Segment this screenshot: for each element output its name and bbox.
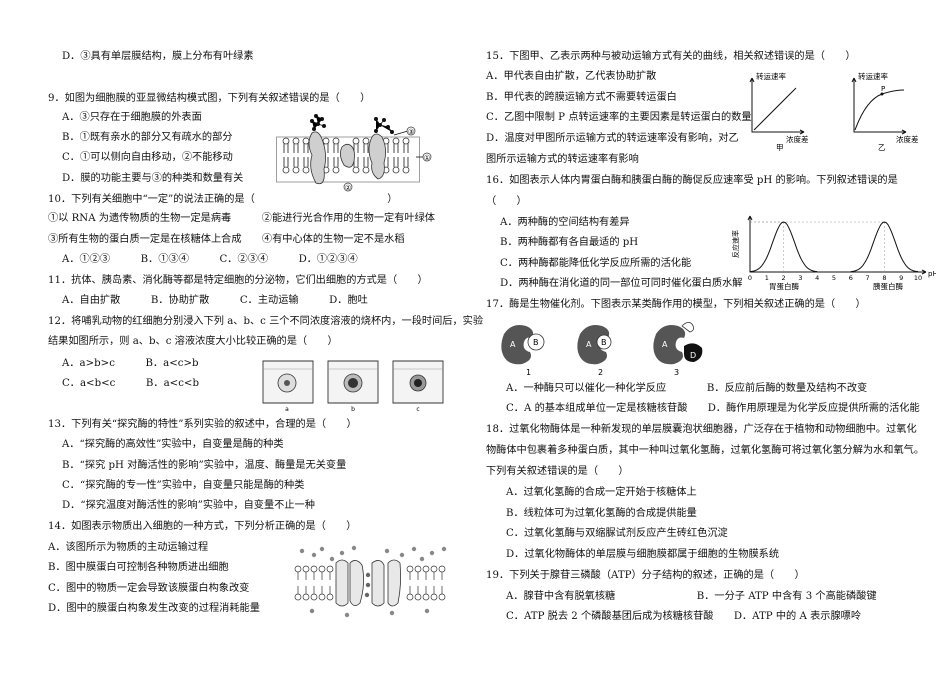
q15-stem: 15．下图甲、乙表示两种与被动运输方式有关的曲线，相关叙述错误的是（ ） (486, 51, 856, 62)
q9-option-d: D．膜的功能主要与③的种类和数量有关 (62, 173, 244, 184)
cell-membrane-diagram: ③ ① ② (276, 114, 432, 192)
ph-tick-label: 9 (899, 274, 903, 282)
q19-options-ab: A．腺苷中含有脱氧核糖 B．一分子 ATP 中含有 3 个高能磷酸键 (506, 591, 877, 602)
graph-yi-point-label: P (881, 85, 885, 93)
q12-stem-1: 12．将哺乳动物的红细胞分别浸入下列 a、b、c 三个不同浓度溶液的烧杯内，一段… (48, 316, 484, 327)
ph-tick-label: 10 (914, 274, 922, 282)
q16-option-c: C．两种酶都能降低化学反应所需的活化能 (500, 258, 692, 269)
enzyme1-label-a: A (510, 340, 516, 349)
step-3-label: 3 (674, 368, 679, 377)
q14-option-d: D．图中的膜蛋白构象发生改变的过程消耗能量 (48, 603, 260, 614)
q15-option-a: A．甲代表自由扩散，乙代表协助扩散 (486, 71, 657, 82)
enzyme3-label-a: A (662, 340, 668, 349)
ph-tick-label: 0 (748, 274, 752, 282)
ph-chart-ylabel: 反应速率 (731, 230, 740, 258)
q10-statement-1-2: ①以 RNA 为遗传物质的生物一定是病毒 ②能进行光合作用的生物一定有叶绿体 (48, 213, 435, 224)
q18-stem-2: 物酶体中包裹着多种蛋白质，其中一种叫过氧化氢酶，过氧化氢酶可将过氧化氢分解为水和… (486, 445, 925, 456)
membrane-label-3: ③ (408, 128, 414, 136)
q15-option-d-1: D．温度对甲图所示运输方式的转运速率没有影响，对乙 (486, 133, 739, 144)
enzyme2-label-a: A (586, 340, 592, 349)
ph-tick-label: 8 (882, 274, 886, 282)
q19-options-cd: C．ATP 脱去 2 个磷酸基团后成为核糖核苷酸 D．ATP 中的 A 表示腺嘌… (506, 611, 862, 622)
ph-chart-xlabel: pH (928, 270, 936, 278)
trypsin-curve (850, 221, 919, 273)
q14-option-c: C．图中的物质一定会导致该膜蛋白构象改变 (48, 583, 250, 594)
q18-option-b: B．线粒体可为过氧化氢酶的合成提供能量 (506, 508, 697, 519)
q16-option-b: B．两种酶都有各自最适的 pH (500, 237, 639, 248)
transport-rate-graphs: 转运速率 浓度差 甲 转运速率 浓度差 乙 P (749, 71, 919, 152)
step-1-label: 1 (526, 368, 531, 377)
q18-stem-3: 下列有关叙述错误的是（ ） (486, 466, 629, 477)
q14-option-b: B．图中膜蛋白可控制各种物质进出细胞 (48, 562, 229, 573)
graph-jia-xlabel: 浓度差 (786, 134, 809, 144)
step-2-label: 2 (598, 368, 603, 377)
pepsin-label: 胃蛋白酶 (769, 281, 799, 291)
beaker-label-a: a (285, 406, 289, 413)
beaker-label-b: b (351, 406, 355, 413)
q16-stem: 16．如图表示人体内胃蛋白酶和胰蛋白酶的酶促反应速率受 pH 的影响。下列叙述错… (486, 175, 898, 186)
q14-option-a: A．该图所示为物质的主动运输过程 (48, 542, 209, 553)
q12-stem-2: 结果如图所示，则 a、b、c 溶液浓度大小比较正确的是（ ） (48, 336, 338, 347)
q19-stem: 19．下列关于腺苷三磷酸（ATP）分子结构的叙述，正确的是（ ） (486, 570, 805, 581)
graph-yi-caption: 乙 (878, 143, 886, 152)
q17-stem: 17．酶是生物催化剂。下图表示某类酶作用的模型，下列相关叙述正确的是（ ） (486, 299, 866, 310)
q15-option-d-2: 图所示运输方式的转运速率有影响 (486, 154, 639, 165)
enzyme-model-diagram: A B 1 A B 2 A D 3 (501, 322, 703, 377)
q11-stem: 11．抗体、胰岛素、消化酶等都是特定细胞的分泌物，它们出细胞的方式是（ ） (48, 275, 428, 286)
q10-options: A．①②③ B．①③④ C．②③④ D．①②③④ (62, 254, 358, 265)
q18-option-d: D．过氧化物酶体的单层膜与细胞膜都属于细胞的生物膜系统 (506, 549, 780, 560)
q14-stem: 14．如图表示物质出入细胞的一种方式，下列分析正确的是（ ） (48, 521, 357, 532)
beaker-label-c: c (416, 406, 419, 413)
membrane-label-2: ② (345, 184, 351, 192)
q9-option-c: C．①可以侧向自由移动，②不能移动 (62, 152, 233, 163)
q13-option-d: D．“探究温度对酶活性的影响”实验中，自变量不止一种 (62, 500, 315, 511)
q9-stem: 9．如图为细胞膜的亚显微结构模式图，下列有关叙述错误的是（ ） (48, 93, 371, 104)
q11-options: A．自由扩散 B．协助扩散 C．主动运输 D．胞吐 (62, 295, 368, 306)
q15-option-b: B．甲代表的跨膜运输方式不需要转运蛋白 (486, 92, 677, 103)
pepsin-curve (749, 221, 818, 273)
ph-enzyme-chart: 0 1 2 3 4 5 6 7 8 9 10 反应速率 pH 胃蛋白酶 胰蛋白酶 (731, 215, 936, 291)
ph-tick-label: 6 (849, 274, 853, 282)
q16-bracket: （ ） (486, 196, 527, 207)
ph-tick-label: 2 (782, 274, 786, 282)
trypsin-label: 胰蛋白酶 (873, 281, 903, 291)
enzyme2-label-b: B (601, 338, 607, 347)
q17-options-cd: C．A 的基本组成单位一定是核糖核苷酸 D．酶作用原理是为化学反应提供所需的活化… (506, 403, 920, 414)
enzyme3-label-d: D (690, 351, 696, 360)
q13-option-b: B．“探究 pH 对酶活性的影响”实验中，温度、酶量是无关变量 (62, 460, 347, 471)
q13-option-c: C．“探究酶的专一性”实验中，自变量只能是酶的种类 (62, 480, 305, 491)
q12-options-cd: C．a<b<c B．a<c<b (62, 378, 199, 389)
q17-options-ab: A．一种酶只可以催化一种化学反应 B．反应前后酶的数量及结构不改变 (506, 383, 868, 394)
q18-option-a: A．过氧化氢酶的合成一定开始于核糖体上 (506, 487, 697, 498)
ph-tick-label: 1 (765, 274, 769, 282)
q16-option-a: A．两种酶的空间结构有差异 (500, 217, 630, 228)
q15-option-c: C．乙图中限制 P 点转运速率的主要因素是转运蛋白的数量 (486, 112, 752, 123)
ph-tick-label: 3 (798, 274, 802, 282)
q12-options-ab: A．a>b>c B．a<c>b (62, 358, 199, 369)
q10-statement-3-4: ③所有生物的蛋白质一定是在核糖体上合成 ④有中心体的生物一定不是水稻 (48, 234, 405, 245)
transport-membrane-diagram (294, 545, 447, 618)
q10-stem: 10．下列有关细胞中“一定”的说法正确的是（ ） (48, 194, 398, 205)
graph-yi-ylabel: 转运速率 (858, 71, 888, 81)
membrane-label-1: ① (424, 154, 430, 162)
ph-tick-label: 7 (866, 274, 870, 282)
q8-option-d: D．③具有单层膜结构，膜上分布有叶绿素 (62, 51, 254, 62)
q13-stem: 13．下列有关“探究酶的特性”系列实验的叙述中，合理的是（ ） (48, 419, 357, 430)
q9-option-a: A．③只存在于细胞膜的外表面 (62, 112, 202, 123)
ph-tick-label: 5 (832, 274, 836, 282)
q18-option-c: C．过氧化氢酶与双缩脲试剂反应产生砖红色沉淀 (506, 528, 728, 539)
q13-option-a: A．“探究酶的高效性”实验中，自变量是酶的种类 (62, 439, 284, 450)
graph-jia-ylabel: 转运速率 (756, 71, 786, 81)
q9-option-b: B．①既有亲水的部分又有疏水的部分 (62, 132, 233, 143)
graph-jia-caption: 甲 (776, 143, 784, 152)
graph-yi-xlabel: 浓度差 (896, 134, 919, 144)
enzyme1-label-b: B (533, 338, 539, 347)
ph-tick-label: 4 (815, 274, 819, 282)
beaker-diagram: a b c (262, 360, 444, 413)
q16-option-d: D．两种酶在消化道的同一部位可同时催化蛋白质水解 (500, 278, 743, 289)
q18-stem-1: 18．过氧化物酶体是一种新发现的单层膜囊泡状细胞器，广泛存在于植物和动物细胞中。… (486, 424, 917, 435)
